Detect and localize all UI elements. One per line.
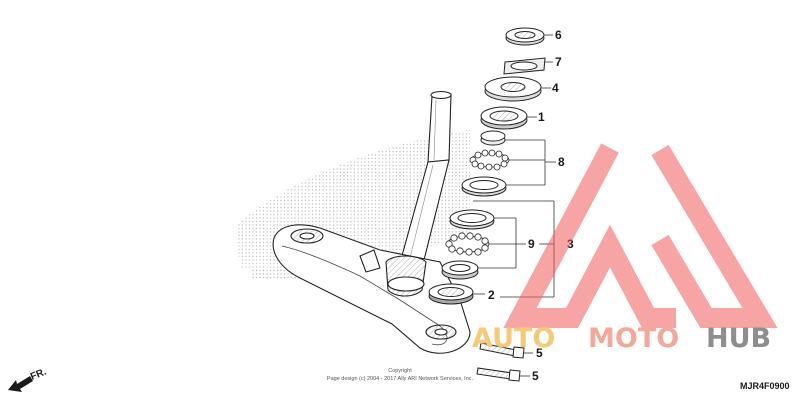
callout-1: 1 — [538, 110, 545, 124]
callout-5-upper: 5 — [536, 346, 543, 360]
part-8-ball-bearing — [469, 149, 510, 171]
part-8-upper-race — [480, 130, 506, 146]
copyright-line-2: Page design (c) 2004 - 2017 Ally ARI Net… — [327, 376, 474, 382]
copyright-line-1: Copyright — [388, 368, 412, 374]
steering-stem — [397, 90, 452, 271]
leader-lines — [473, 34, 556, 377]
callout-4: 4 — [552, 81, 559, 95]
callout-5-lower: 5 — [532, 369, 539, 383]
callout-6: 6 — [555, 28, 562, 42]
part-8-lower-race — [461, 176, 507, 197]
watermark-logo: AUTO MOTO HUB — [472, 143, 778, 354]
part-9-ball-bearing — [445, 232, 490, 256]
watermark-moto: MOTO — [588, 323, 679, 354]
watermark-hub: HUB — [706, 323, 771, 354]
callout-7: 7 — [555, 55, 562, 69]
part-2-dust-seal — [428, 283, 474, 305]
part-4-adjustment-nut — [484, 76, 542, 102]
part-5-bolt-upper — [479, 342, 525, 359]
watermark-triangle-icon — [503, 143, 778, 328]
callout-labels: 6 7 4 1 8 9 3 2 5 5 — [488, 28, 574, 383]
part-9-upper-race — [449, 209, 495, 230]
part-5-bolt-lower — [476, 367, 521, 382]
callout-9: 9 — [528, 237, 535, 251]
front-direction-indicator: FR. — [8, 366, 48, 392]
part-1-dust-seal — [480, 106, 528, 130]
front-arrow-icon — [8, 376, 33, 392]
watermark-auto: AUTO — [472, 323, 555, 354]
part-6-lock-nut — [505, 27, 545, 46]
part-7-lock-washer — [503, 57, 546, 75]
copyright-notice: Copyright Page design (c) 2004 - 2017 Al… — [327, 368, 474, 382]
lower-triple-clamp — [272, 224, 471, 354]
callout-8: 8 — [558, 155, 565, 169]
part-9-lower-race — [441, 260, 479, 280]
diagram-code: MJR4F0900 — [740, 381, 790, 391]
callout-3: 3 — [567, 237, 574, 251]
callout-2: 2 — [488, 288, 495, 302]
front-direction-label: FR. — [29, 366, 48, 382]
